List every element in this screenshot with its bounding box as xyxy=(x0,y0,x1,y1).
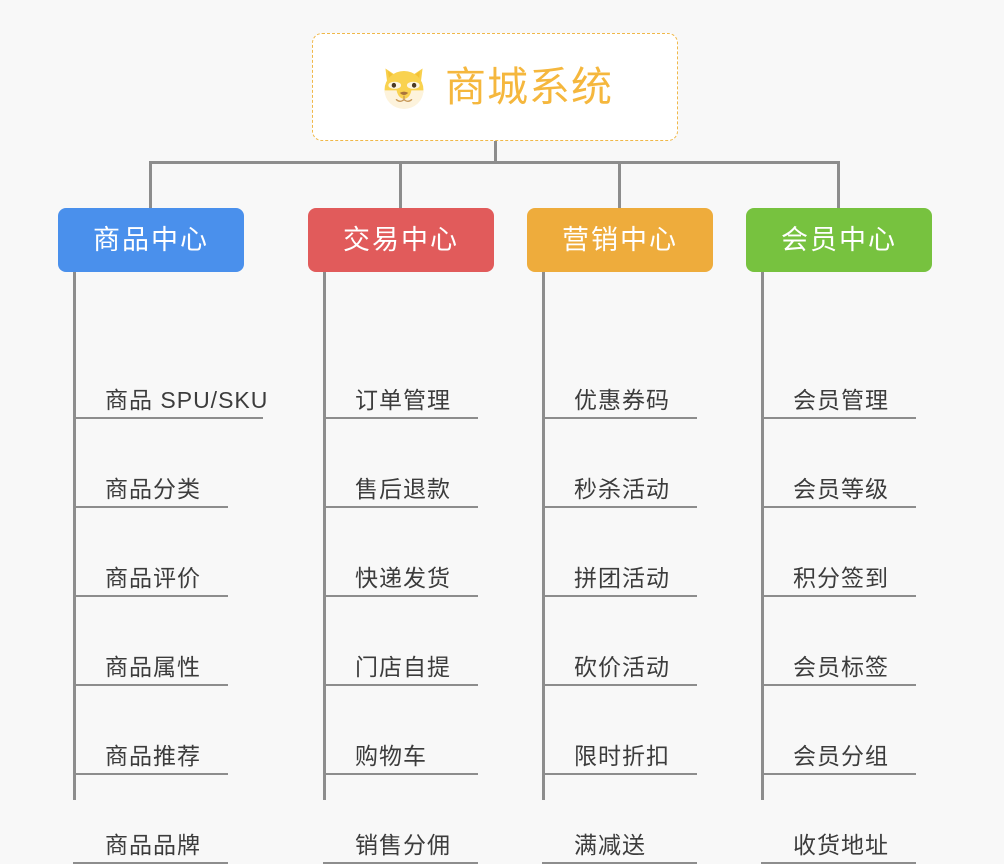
leaf-label: 商品属性 xyxy=(105,653,201,680)
branch-drop-connector-4 xyxy=(837,161,840,208)
branch-header-marketing[interactable]: 营销中心 xyxy=(527,208,713,272)
leaf-label: 商品品牌 xyxy=(105,831,201,858)
leaf-item[interactable]: 积分签到 xyxy=(761,508,916,597)
leaf-label: 会员标签 xyxy=(793,653,889,680)
leaf-label: 订单管理 xyxy=(355,386,451,413)
leaf-item[interactable]: 秒杀活动 xyxy=(542,419,697,508)
branch-header-product[interactable]: 商品中心 xyxy=(58,208,244,272)
branch-header-label: 会员中心 xyxy=(781,224,897,255)
leaf-label: 购物车 xyxy=(355,742,427,769)
branch-spine xyxy=(761,272,764,800)
leaf-item[interactable]: 商品推荐 xyxy=(73,686,228,775)
branch-header-member[interactable]: 会员中心 xyxy=(746,208,932,272)
branch-column-product: 商品中心 商品 SPU/SKU 商品分类 商品评价 商品属性 商品推荐 商品品牌 xyxy=(58,208,267,864)
leaf-item[interactable]: 门店自提 xyxy=(323,597,478,686)
leaf-item[interactable]: 商品属性 xyxy=(73,597,228,686)
leaf-label: 秒杀活动 xyxy=(574,475,670,502)
leaf-item[interactable]: 满减送 xyxy=(542,775,697,864)
leaf-label: 售后退款 xyxy=(355,475,451,502)
leaf-item[interactable]: 售后退款 xyxy=(323,419,478,508)
leaf-item[interactable]: 快递发货 xyxy=(323,508,478,597)
leaf-label: 限时折扣 xyxy=(574,742,670,769)
leaf-label: 优惠券码 xyxy=(574,386,670,413)
leaf-item[interactable]: 砍价活动 xyxy=(542,597,697,686)
leaf-item[interactable]: 商品分类 xyxy=(73,419,228,508)
leaf-item[interactable]: 收货地址 xyxy=(761,775,916,864)
branch-column-trade: 交易中心 订单管理 售后退款 快递发货 门店自提 购物车 销售分佣 xyxy=(308,208,494,864)
root-title: 商城系统 xyxy=(445,63,613,110)
leaf-item[interactable]: 会员管理 xyxy=(761,330,916,419)
leaf-item[interactable]: 拼团活动 xyxy=(542,508,697,597)
leaf-item[interactable]: 限时折扣 xyxy=(542,686,697,775)
branch-column-marketing: 营销中心 优惠券码 秒杀活动 拼团活动 砍价活动 限时折扣 满减送 xyxy=(527,208,713,864)
branch-drop-connector-2 xyxy=(399,161,402,208)
leaf-item[interactable]: 优惠券码 xyxy=(542,330,697,419)
leaf-item[interactable]: 会员等级 xyxy=(761,419,916,508)
leaf-label: 销售分佣 xyxy=(355,831,451,858)
leaf-label: 砍价活动 xyxy=(574,653,670,680)
shiba-dog-icon xyxy=(384,68,424,109)
branch-header-trade[interactable]: 交易中心 xyxy=(308,208,494,272)
leaf-item[interactable]: 销售分佣 xyxy=(323,775,478,864)
branch-drop-connector-1 xyxy=(149,161,152,208)
branch-spine xyxy=(73,272,76,800)
leaf-label: 积分签到 xyxy=(793,564,889,591)
branch-spine xyxy=(542,272,545,800)
branch-drop-connector-3 xyxy=(618,161,621,208)
leaf-label: 会员管理 xyxy=(793,386,889,413)
leaf-label: 会员等级 xyxy=(793,475,889,502)
mindmap-canvas: 商城系统 商品中心 商品 SPU/SKU 商品分类 商品评价 商品属性 商品推荐… xyxy=(58,33,932,864)
leaf-item[interactable]: 会员分组 xyxy=(761,686,916,775)
leaf-label: 商品评价 xyxy=(105,564,201,591)
leaf-label: 门店自提 xyxy=(355,653,451,680)
root-stem-connector xyxy=(494,141,497,163)
horizontal-bus-connector xyxy=(149,161,840,164)
leaf-item[interactable]: 商品品牌 xyxy=(73,775,228,864)
leaf-label: 会员分组 xyxy=(793,742,889,769)
leaf-label: 收货地址 xyxy=(793,831,889,858)
leaf-item[interactable]: 会员标签 xyxy=(761,597,916,686)
leaf-label: 商品分类 xyxy=(105,475,201,502)
leaf-label: 拼团活动 xyxy=(574,564,670,591)
leaf-item[interactable]: 订单管理 xyxy=(323,330,478,419)
branch-spine xyxy=(323,272,326,800)
leaf-item[interactable]: 商品评价 xyxy=(73,508,228,597)
leaf-label: 商品推荐 xyxy=(105,742,201,769)
branch-header-label: 商品中心 xyxy=(93,224,209,255)
branch-column-member: 会员中心 会员管理 会员等级 积分签到 会员标签 会员分组 收货地址 xyxy=(746,208,932,864)
leaf-label: 满减送 xyxy=(574,831,646,858)
branch-header-label: 营销中心 xyxy=(562,224,678,255)
leaf-label: 快递发货 xyxy=(355,564,451,591)
leaf-item[interactable]: 购物车 xyxy=(323,686,478,775)
root-node[interactable]: 商城系统 xyxy=(312,33,678,141)
leaf-label: 商品 SPU/SKU xyxy=(105,386,269,413)
branch-header-label: 交易中心 xyxy=(343,224,459,255)
leaf-item[interactable]: 商品 SPU/SKU xyxy=(73,330,267,419)
